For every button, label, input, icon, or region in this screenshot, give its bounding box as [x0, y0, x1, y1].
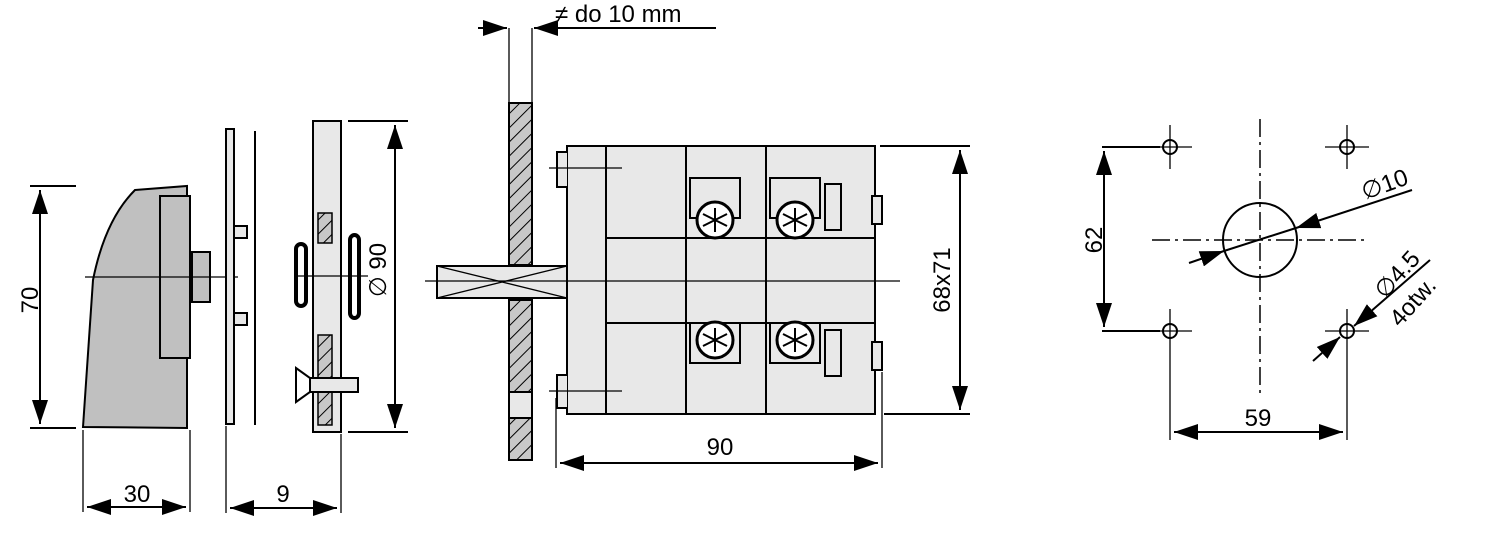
dim-90: 90 [707, 434, 734, 461]
dim-68x71: 68x71 [929, 247, 956, 312]
dim-62: 62 [1081, 227, 1108, 254]
terminal-screw-icon [695, 200, 815, 360]
dim-30: 30 [124, 481, 151, 508]
plate-side-view: ∅ 90 9 [225, 120, 408, 516]
dim-70: 70 [17, 287, 44, 314]
dim-panel-thickness: ≠ do 10 mm [555, 1, 682, 28]
dim-59: 59 [1245, 405, 1272, 432]
dim-diameter-90: ∅ 90 [365, 243, 392, 297]
switch-body-view: ≠ do 10 mm 68x71 [425, 1, 970, 471]
handle-side-view: 70 30 [17, 184, 238, 515]
dim-9: 9 [276, 481, 289, 508]
mounting-hole-pattern: 62 59 ∅10 ∅4.5 4otw. [1081, 119, 1442, 440]
